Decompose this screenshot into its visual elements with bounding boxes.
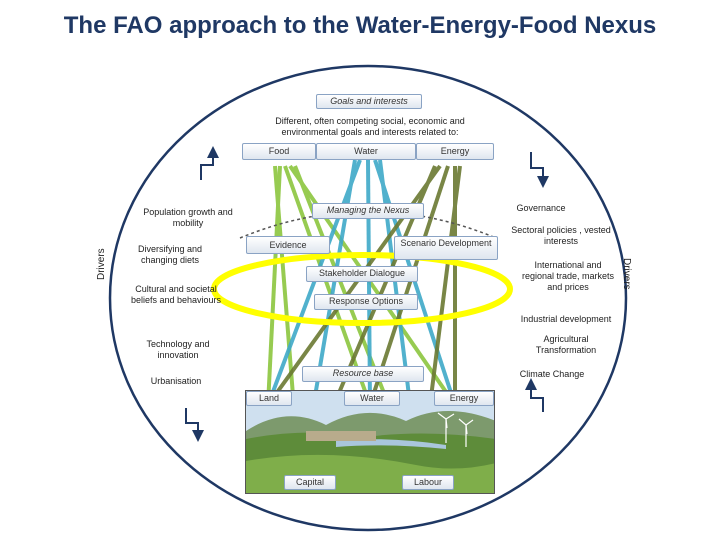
outer-circle: [108, 64, 628, 532]
resource-base-header: Resource base: [302, 366, 424, 382]
driver-right-governance: Governance: [516, 203, 566, 213]
drivers-label-left: Drivers: [96, 248, 107, 280]
cycle-arrows: [185, 146, 549, 442]
goals-description: Different, often competing social, econo…: [275, 116, 465, 137]
landscape-image: Land Water Energy Capital Labour: [245, 390, 495, 494]
goals-header: Goals and interests: [316, 94, 422, 109]
scenario-box: Scenario Development: [394, 236, 498, 260]
resource-water: Water: [344, 391, 400, 406]
managing-nexus: Managing the Nexus: [312, 203, 424, 219]
dialogue-ellipse: [211, 252, 513, 326]
resource-capital: Capital: [284, 475, 336, 490]
resource-land: Land: [246, 391, 292, 406]
resource-labour: Labour: [402, 475, 454, 490]
page-title: The FAO approach to the Water-Energy-Foo…: [63, 12, 657, 39]
evidence-box: Evidence: [246, 236, 330, 254]
driver-right-trade: International and regional trade, market…: [521, 260, 615, 292]
goal-water: Water: [316, 143, 416, 160]
driver-right-sectoral: Sectoral policies , vested interests: [511, 225, 611, 246]
response-box: Response Options: [314, 294, 418, 310]
drivers-label-right: Drivers: [621, 258, 632, 290]
dialogue-box: Stakeholder Dialogue: [306, 266, 418, 282]
driver-left-population: Population growth and mobility: [143, 207, 233, 228]
goal-food: Food: [242, 143, 316, 160]
driver-left-urbanisation: Urbanisation: [150, 376, 202, 386]
driver-left-cultural: Cultural and societal beliefs and behavi…: [130, 284, 222, 305]
resource-energy: Energy: [434, 391, 494, 406]
driver-right-climate: Climate Change: [519, 369, 585, 379]
driver-left-technology: Technology and innovation: [146, 339, 210, 360]
driver-right-industrial: Industrial development: [520, 314, 612, 324]
nexus-dashed-arc: [239, 210, 497, 239]
driver-right-agricultural: Agricultural Transformation: [535, 334, 597, 355]
goal-energy: Energy: [416, 143, 494, 160]
driver-left-diets: Diversifying and changing diets: [137, 244, 203, 265]
